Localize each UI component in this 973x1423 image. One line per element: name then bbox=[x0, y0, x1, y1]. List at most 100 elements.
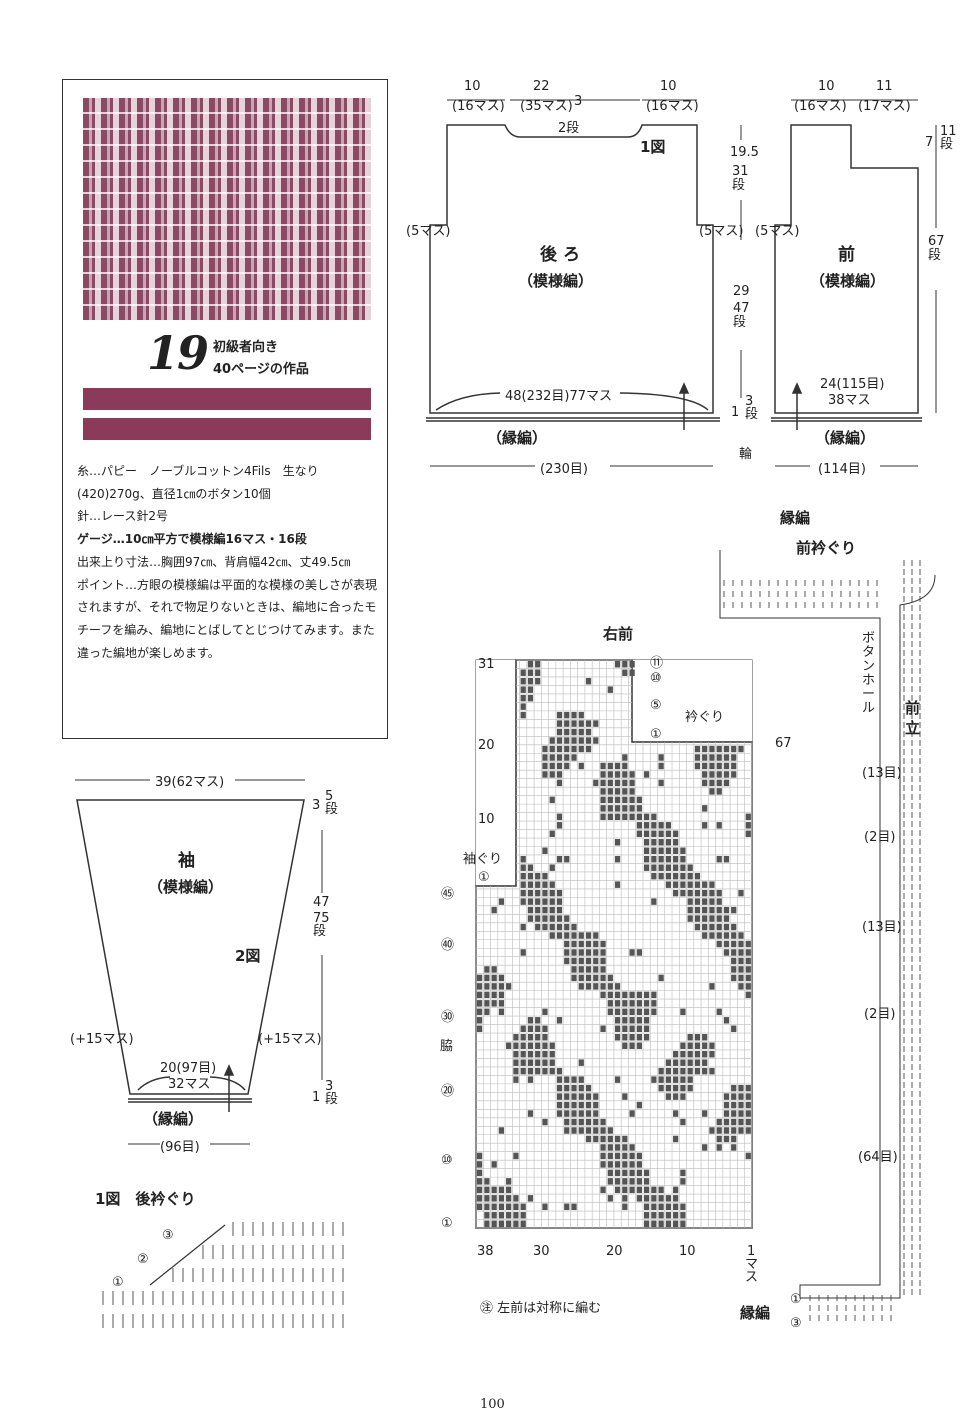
chart-cell-mark bbox=[535, 915, 541, 922]
chart-cell-mark bbox=[491, 906, 497, 914]
chart-cell-mark bbox=[556, 1067, 563, 1075]
chart-cell-mark bbox=[709, 881, 715, 888]
chart-cell-mark bbox=[716, 779, 722, 787]
chart-cell-mark bbox=[673, 889, 679, 897]
back-top-center-masu: (35マス) bbox=[520, 99, 573, 114]
chart-cell-mark bbox=[593, 974, 599, 982]
chart-cell-mark bbox=[622, 771, 628, 778]
chart-cell-mark bbox=[709, 915, 715, 922]
chart-cell-mark bbox=[723, 1110, 730, 1117]
chart-cell-mark bbox=[622, 1034, 628, 1041]
chart-cell-mark bbox=[687, 898, 693, 905]
chart-cell-mark bbox=[665, 1093, 672, 1100]
chart-cell-mark bbox=[506, 1178, 512, 1185]
chart-cell-mark bbox=[535, 923, 541, 931]
border-chart-outline bbox=[719, 550, 936, 1299]
chart-cell-mark bbox=[535, 1059, 541, 1066]
chart-cell-mark bbox=[549, 830, 555, 838]
chart-cell-mark bbox=[614, 1144, 621, 1151]
chart-cell-mark bbox=[535, 1034, 541, 1041]
chart-cell-mark bbox=[578, 1076, 584, 1083]
chart-cell-mark bbox=[643, 1178, 650, 1185]
chart-cell-mark bbox=[556, 737, 563, 744]
chart-cell-mark bbox=[614, 661, 621, 668]
chart-cell-mark bbox=[535, 669, 541, 676]
sleeve-width: (96目) bbox=[160, 1140, 200, 1155]
chart-cell-mark bbox=[651, 1195, 657, 1202]
chart-cell-mark bbox=[614, 1135, 621, 1143]
chart-cell-mark bbox=[571, 974, 577, 982]
chart-cell-mark bbox=[600, 966, 606, 973]
chart-cell-mark bbox=[556, 932, 563, 939]
chart-row-label: ① bbox=[478, 870, 490, 885]
armhole-height: 19.5 bbox=[730, 145, 759, 160]
chart-cell-mark bbox=[600, 805, 606, 812]
chart-cell-mark bbox=[571, 932, 577, 939]
sleeve-bottom-dim: 20(97目) bbox=[160, 1061, 217, 1076]
chart-cell-mark bbox=[629, 669, 635, 676]
chart-cell-mark bbox=[600, 1025, 606, 1033]
chart-cell-mark bbox=[738, 1093, 744, 1100]
chart-cell-mark bbox=[498, 1203, 505, 1211]
chart-cell-mark bbox=[593, 957, 599, 965]
front-bottom-dim: 24(115目) bbox=[820, 377, 885, 392]
chart-cell-mark bbox=[665, 839, 672, 846]
chart-cell-mark bbox=[629, 796, 635, 804]
chart-cell-mark bbox=[745, 1093, 751, 1100]
chart-cell-mark bbox=[585, 720, 592, 727]
chart-cell-mark bbox=[716, 745, 722, 753]
chart-cell-mark bbox=[571, 711, 577, 719]
chart-cell-mark bbox=[738, 1084, 744, 1092]
chart-cell-mark bbox=[636, 1025, 642, 1033]
front-top-right-masu: (17マス) bbox=[858, 99, 911, 114]
chart-cell-mark bbox=[665, 872, 672, 880]
chart-cell-mark bbox=[564, 762, 570, 770]
chart-cell-mark bbox=[614, 771, 621, 778]
chart-cell-mark bbox=[549, 1059, 555, 1066]
chart-cell-mark bbox=[571, 1084, 577, 1092]
chart-cell-mark bbox=[593, 1101, 599, 1109]
chart-cell-mark bbox=[622, 1195, 628, 1202]
chart-cell-mark bbox=[564, 737, 570, 744]
chart-cell-mark bbox=[687, 1050, 693, 1058]
chart-cell-mark bbox=[716, 1144, 722, 1151]
chart-cell-mark bbox=[549, 889, 555, 897]
chart-cell-mark bbox=[709, 788, 715, 795]
chart-cell-mark bbox=[702, 745, 708, 753]
chart-cell-mark bbox=[629, 1169, 635, 1177]
chart-cell-mark bbox=[549, 737, 555, 744]
chart-cell-mark bbox=[709, 762, 715, 770]
chart-cell-mark bbox=[658, 779, 664, 787]
chart-cell-mark bbox=[600, 1161, 606, 1168]
chart-row-label: 67 bbox=[775, 736, 792, 751]
chart-cell-mark bbox=[585, 1093, 592, 1100]
chart-cell-mark bbox=[629, 1152, 635, 1160]
chart-cell-mark bbox=[571, 745, 577, 753]
chart-cell-mark bbox=[687, 1034, 693, 1041]
chart-cell-mark bbox=[556, 1101, 563, 1109]
chart-cell-mark bbox=[643, 847, 650, 854]
band-count-2: (2目) bbox=[864, 830, 896, 845]
chart-cell-mark bbox=[723, 1101, 730, 1109]
chart-cell-mark bbox=[622, 1203, 628, 1211]
chart-cell-mark bbox=[716, 1008, 722, 1016]
chart-cell-mark bbox=[520, 1034, 526, 1041]
border-row-3: ③ bbox=[790, 1316, 802, 1331]
chart-cell-mark bbox=[629, 779, 635, 787]
chart-cell-mark bbox=[527, 686, 534, 693]
chart-cell-mark bbox=[687, 889, 693, 897]
chart-cell-mark bbox=[535, 1025, 541, 1033]
chart-cell-mark bbox=[629, 1144, 635, 1151]
back-top-right-dim: 10 bbox=[660, 79, 677, 94]
chart-cell-mark bbox=[520, 923, 526, 931]
chart-cell-mark bbox=[745, 1152, 751, 1160]
chart-cell-mark bbox=[643, 1212, 650, 1219]
chart-cell-mark bbox=[702, 1067, 708, 1075]
chart-cell-mark bbox=[745, 983, 751, 990]
chart-cell-mark bbox=[571, 940, 577, 948]
chart-cell-mark bbox=[680, 1084, 686, 1092]
sleeve-rows: 75段 bbox=[313, 911, 330, 939]
chart-cell-mark bbox=[738, 1127, 744, 1134]
chart-cell-mark bbox=[585, 983, 592, 990]
chart-cell-mark bbox=[673, 830, 679, 838]
